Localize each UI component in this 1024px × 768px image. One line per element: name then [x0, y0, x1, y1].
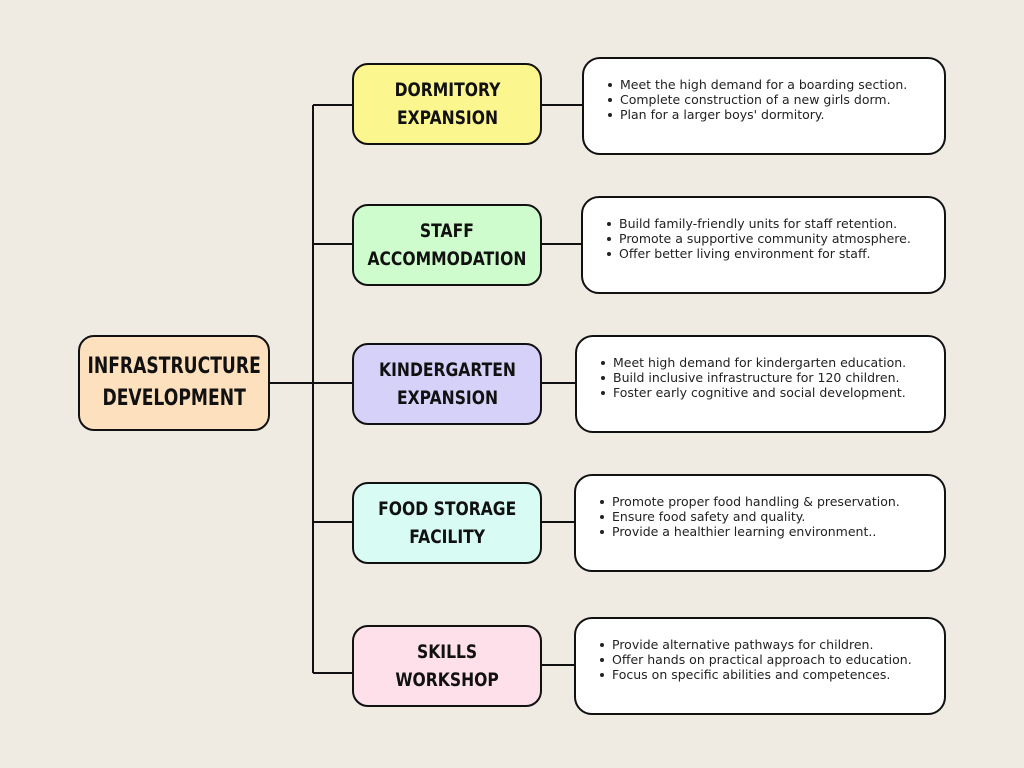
branch-title-line-2: ACCOMMODATION [367, 248, 527, 270]
bullet-item: Promote proper food handling & preservat… [600, 494, 934, 509]
branch-title-line-2: EXPANSION [396, 387, 498, 409]
root-node-title: INFRASTRUCTURE DEVELOPMENT [87, 351, 260, 415]
bullet-list: Meet the high demand for a boarding sect… [608, 77, 934, 122]
detail-box-skills-workshop: Provide alternative pathways for childre… [574, 617, 946, 715]
bullet-item: Build family-friendly units for staff re… [607, 216, 934, 231]
bullet-item: Offer hands on practical approach to edu… [600, 652, 934, 667]
detail-box-staff-accommodation: Build family-friendly units for staff re… [581, 196, 946, 294]
bullet-item: Meet the high demand for a boarding sect… [608, 77, 934, 92]
root-title-line-2: DEVELOPMENT [102, 386, 246, 411]
branch-title-line-1: FOOD STORAGE [377, 498, 517, 520]
detail-box-dormitory-expansion: Meet the high demand for a boarding sect… [582, 57, 946, 155]
branch-node-title: STAFF ACCOMMODATION [368, 217, 527, 273]
bullet-item: Foster early cognitive and social develo… [601, 385, 934, 400]
branch-node-kindergarten-expansion[interactable]: KINDERGARTEN EXPANSION [352, 343, 542, 425]
bullet-list: Meet high demand for kindergarten educat… [601, 355, 934, 400]
root-title-line-1: INFRASTRUCTURE [87, 354, 261, 379]
bullet-item: Complete construction of a new girls dor… [608, 92, 934, 107]
bullet-list: Build family-friendly units for staff re… [607, 216, 934, 261]
detail-box-food-storage-facility: Promote proper food handling & preservat… [574, 474, 946, 572]
bullet-item: Offer better living environment for staf… [607, 246, 934, 261]
bullet-item: Promote a supportive community atmospher… [607, 231, 934, 246]
root-node-infrastructure-development[interactable]: INFRASTRUCTURE DEVELOPMENT [78, 335, 270, 431]
branch-title-line-1: KINDERGARTEN [378, 359, 516, 381]
branch-node-staff-accommodation[interactable]: STAFF ACCOMMODATION [352, 204, 542, 286]
branch-title-line-1: DORMITORY [394, 79, 500, 101]
bullet-item: Ensure food safety and quality. [600, 509, 934, 524]
bullet-item: Focus on specific abilities and competen… [600, 667, 934, 682]
branch-node-title: SKILLS WORKSHOP [395, 638, 498, 694]
branch-node-title: KINDERGARTEN EXPANSION [379, 356, 516, 412]
bullet-list: Promote proper food handling & preservat… [600, 494, 934, 539]
bullet-item: Plan for a larger boys' dormitory. [608, 107, 934, 122]
bullet-item: Provide a healthier learning environment… [600, 524, 934, 539]
branch-title-line-2: EXPANSION [396, 107, 498, 129]
bullet-list: Provide alternative pathways for childre… [600, 637, 934, 682]
bullet-item: Provide alternative pathways for childre… [600, 637, 934, 652]
branch-node-skills-workshop[interactable]: SKILLS WORKSHOP [352, 625, 542, 707]
branch-title-line-2: WORKSHOP [395, 669, 499, 691]
branch-title-line-1: STAFF [420, 220, 474, 242]
detail-box-kindergarten-expansion: Meet high demand for kindergarten educat… [575, 335, 946, 433]
branch-node-title: FOOD STORAGE FACILITY [378, 495, 516, 551]
branch-node-dormitory-expansion[interactable]: DORMITORY EXPANSION [352, 63, 542, 145]
branch-node-title: DORMITORY EXPANSION [394, 76, 500, 132]
branch-node-food-storage-facility[interactable]: FOOD STORAGE FACILITY [352, 482, 542, 564]
bullet-item: Build inclusive infrastructure for 120 c… [601, 370, 934, 385]
branch-title-line-1: SKILLS [416, 641, 478, 663]
bullet-item: Meet high demand for kindergarten educat… [601, 355, 934, 370]
branch-title-line-2: FACILITY [409, 526, 485, 548]
